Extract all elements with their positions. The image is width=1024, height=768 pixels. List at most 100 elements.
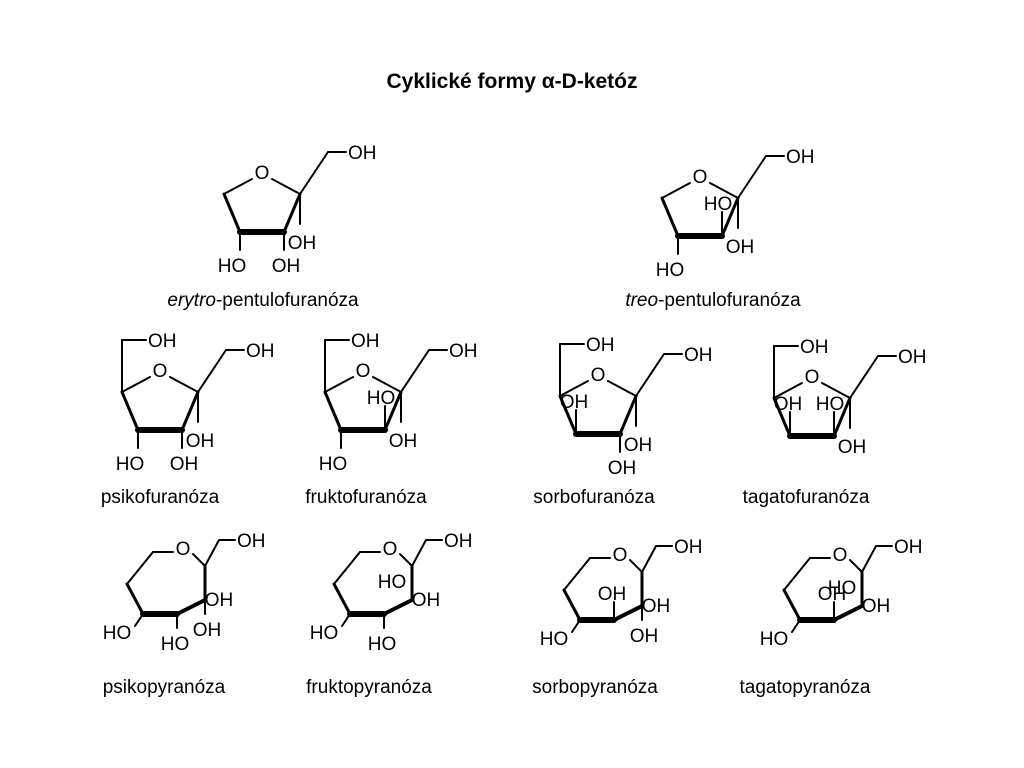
bond-line [120, 390, 140, 432]
atom-label: OH [774, 394, 803, 415]
bond-line [125, 582, 145, 616]
atom-label: OH [598, 584, 627, 605]
bond-line [332, 582, 352, 616]
atom-label: O [176, 539, 191, 560]
atom-label: OH [246, 341, 275, 362]
structure-label-prefix: erytro [167, 290, 216, 311]
bond-line [126, 551, 154, 585]
atom-label: OH [186, 431, 215, 452]
bond-line [411, 539, 427, 567]
atom-label: OH [894, 537, 923, 558]
bond-line [861, 545, 877, 573]
structure-label-name: psikopyranóza [102, 677, 226, 698]
bond-line [180, 390, 200, 432]
bond-line [399, 553, 413, 567]
bond-line [282, 192, 302, 234]
bond-line [571, 619, 581, 633]
atom-label: O [693, 167, 708, 188]
atom-label: OH [444, 531, 473, 552]
atom-label: O [255, 163, 270, 184]
bond-line [618, 394, 638, 436]
atom-label: HO [816, 394, 845, 415]
atom-label: O [805, 367, 820, 388]
structure-label: tagatofuranóza [743, 487, 870, 509]
atom-label: OH [608, 458, 637, 479]
atom-label: HO [103, 623, 132, 644]
bond-line [849, 559, 863, 573]
bond-line [223, 178, 253, 195]
atom-label: OH [412, 590, 441, 611]
bond-line [720, 196, 740, 238]
bond-line [832, 604, 864, 622]
bond-line [134, 613, 144, 627]
structure-label: sorbofuranóza [533, 487, 654, 509]
bond-line [400, 349, 430, 393]
bond-line [612, 604, 644, 622]
bond-line [661, 182, 691, 199]
atom-label: OH [786, 147, 815, 168]
atom-label: OH [449, 341, 478, 362]
structure-label-name: -pentulofuranóza [215, 290, 359, 311]
atom-label: HO [319, 454, 348, 475]
bond-line [832, 396, 852, 438]
atom-label: HO [116, 454, 145, 475]
atom-label: O [383, 539, 398, 560]
bond-line [782, 588, 802, 622]
atom-label: O [613, 545, 628, 566]
atom-label: OH [148, 331, 177, 352]
bond-line [197, 349, 227, 393]
structure-label: psikopyranóza [103, 677, 226, 699]
atom-label: OH [205, 590, 234, 611]
atom-label: OH [389, 431, 418, 452]
atom-label: OH [800, 337, 829, 358]
structure-label-name: tagatofuranóza [742, 487, 870, 508]
bond-line [382, 598, 414, 616]
bond-line [299, 151, 329, 195]
atom-label: HO [378, 572, 407, 593]
structure-label-name: sorbofuranóza [533, 487, 655, 508]
atom-label: HO [704, 194, 733, 215]
atom-label: OH [237, 531, 266, 552]
structure-label-name: fruktofuranóza [305, 487, 427, 508]
bond-line [324, 376, 354, 393]
bond-line [558, 394, 578, 436]
atom-label: HO [368, 634, 397, 655]
atom-label: O [591, 365, 606, 386]
atom-label: OH [348, 143, 377, 164]
bond-line [783, 557, 811, 591]
bond-line [323, 390, 343, 432]
atom-label: HO [656, 260, 685, 281]
structure-label: fruktofuranóza [305, 487, 426, 509]
bond-line [222, 192, 242, 234]
bond-line [559, 380, 589, 397]
bond-line [607, 380, 637, 397]
bond-line [635, 353, 665, 397]
page-title: Cyklické formy α-D-ketóz [386, 70, 638, 93]
structure-label-name: psikofuranóza [100, 487, 220, 508]
atom-label: HO [760, 629, 789, 650]
atom-label: OH [586, 335, 615, 356]
atom-label: HO [540, 629, 569, 650]
atom-label: OH [862, 596, 891, 617]
structure-label: treo-pentulofuranóza [625, 290, 800, 312]
structure-label: sorbopyranóza [532, 677, 658, 699]
bond-line [121, 376, 151, 393]
bond-line [737, 155, 767, 199]
atom-label: OH [272, 256, 301, 277]
structure-label: fruktopyranóza [306, 677, 432, 699]
atom-label: OH [838, 437, 867, 458]
bond-line [641, 545, 657, 573]
structure-label: tagatopyranóza [740, 677, 871, 699]
structure-label: erytro-pentulofuranóza [167, 290, 358, 312]
atom-label: OH [684, 345, 713, 366]
atom-label: O [153, 361, 168, 382]
atom-label: HO [310, 623, 339, 644]
bond-line [773, 382, 803, 399]
